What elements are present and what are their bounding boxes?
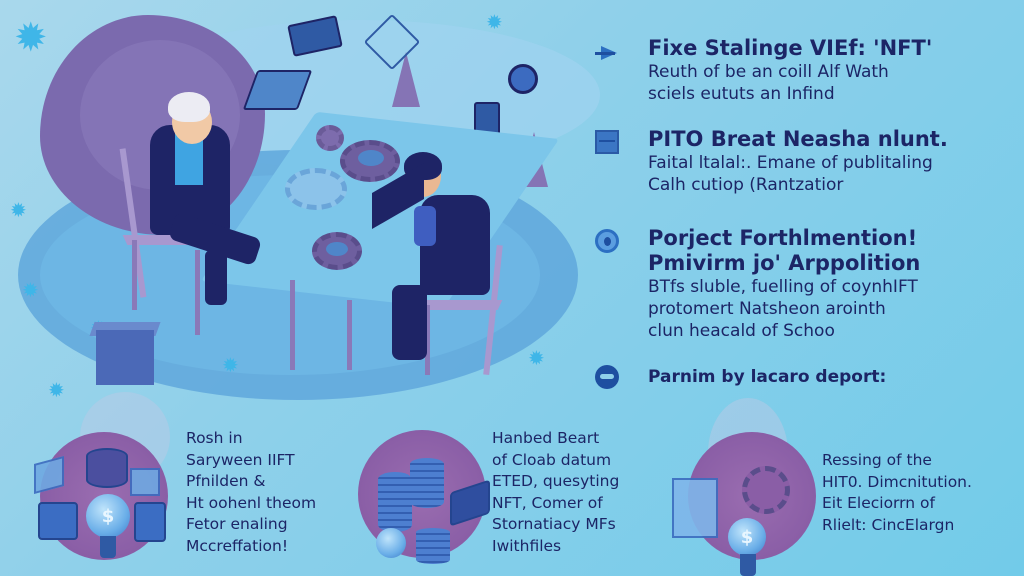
card-line: Saryween IIFT — [186, 450, 295, 469]
card-text: Hanbed Beart of Cloab datum ETED, quesyt… — [492, 428, 619, 557]
platform-device-icon — [285, 168, 347, 210]
main-illustration: ✹ ✹ ✹ ✹ ✹ ✹ ✹ ✹ — [0, 0, 600, 420]
lightbulb-base — [100, 536, 116, 558]
card-line: HIT0. Dimcnitution. — [822, 472, 972, 491]
feature-subtitle: Pmivirm jo' Arppolition — [648, 251, 921, 275]
floating-coin-icon — [508, 64, 538, 94]
feature-line: sciels eututs an Infind — [648, 84, 835, 104]
info-card: $ Ressing of the HIT0. Dimcnitution. Eit… — [672, 398, 1022, 576]
feature-line: Reuth of be an coill Alf Wath — [648, 62, 889, 82]
pine-tree-icon — [392, 52, 420, 107]
starburst-icon: ✹ — [222, 353, 239, 377]
card-line: NFT, Comer of — [492, 493, 603, 512]
lightbulb-base — [740, 554, 756, 576]
starburst-icon: ✹ — [48, 378, 65, 402]
feature-line: Faital ltalal:. Emane of publitaling — [648, 153, 933, 173]
feature-line: Parnim by lacaro deport: — [648, 367, 887, 387]
card-line: Eit Eleciorrn of — [822, 494, 935, 512]
send-arrow-icon — [594, 40, 620, 66]
lightbulb-dollar-icon: $ — [86, 494, 130, 538]
card-line: Mccreffation! — [186, 536, 289, 555]
starburst-icon: ✹ — [10, 198, 27, 222]
info-card: $ Rosh in Saryween IIFT Pfnilden & Ht oo… — [30, 392, 360, 570]
table-leg — [347, 300, 352, 370]
card-line: Ressing of the — [822, 451, 932, 469]
disk-icon — [594, 129, 620, 155]
coin-stack-icon — [416, 528, 450, 564]
elderly-person-hair — [168, 92, 210, 122]
lightbulb-dollar-icon: $ — [728, 518, 766, 556]
card-line: ETED, quesyting — [492, 472, 620, 490]
elderly-person-shin — [205, 250, 227, 305]
books-stack-icon — [38, 502, 78, 540]
info-card: Hanbed Beart of Cloab datum ETED, quesyt… — [358, 420, 668, 570]
card-line: Stornatiacy MFs — [492, 515, 616, 533]
card-line: Hanbed Beart — [492, 429, 600, 447]
chair-seat — [417, 300, 503, 310]
card-line: Rosh in — [186, 429, 243, 447]
feature-title: Fixe Stalinge VIEf: 'NFT' — [648, 36, 933, 60]
feature-line: Calh cutiop (Rantzatior — [648, 175, 844, 195]
chair-leg — [195, 250, 200, 335]
feature-title: Porject Forthlmention! — [648, 226, 918, 250]
card-line: Iwithfiles — [492, 536, 562, 555]
young-person-sleeve — [414, 206, 436, 246]
gear-core — [326, 242, 348, 256]
card-line: Pfnilden & — [186, 472, 266, 490]
feature-list: Fixe Stalinge VIEf: 'NFT' Reuth of be an… — [586, 0, 1024, 400]
young-person-legs — [392, 285, 427, 360]
swap-circle-icon — [594, 364, 620, 390]
feature-line: protomert Natsheon arointh — [648, 299, 886, 319]
seal-icon — [742, 466, 790, 514]
cylinder-icon — [86, 448, 128, 488]
card-line: Fetor enaling — [186, 515, 288, 533]
card-line: Rlielt: CincElargn — [822, 515, 955, 534]
chair-leg — [425, 305, 430, 375]
card-text: Rosh in Saryween IIFT Pfnilden & Ht oohe… — [186, 428, 316, 557]
coin-stack-icon — [410, 458, 444, 508]
box-icon — [96, 330, 154, 385]
feature-line: clun heacald of Schoo — [648, 321, 835, 341]
starburst-icon: ✹ — [14, 15, 48, 61]
card-line: Ht oohenl theom — [186, 493, 317, 512]
cube-icon — [134, 502, 166, 542]
globe-icon — [376, 528, 406, 558]
table-leg — [290, 280, 295, 370]
ball-icon — [316, 125, 344, 151]
starburst-icon: ✹ — [22, 278, 39, 302]
card-line: of Cloab datum — [492, 450, 612, 469]
coin-stack-icon — [378, 472, 412, 532]
chair-leg — [132, 240, 137, 310]
gear-core — [358, 150, 384, 166]
starburst-icon: ✹ — [528, 346, 545, 370]
calendar-grid-icon — [672, 478, 718, 538]
floating-panel-icon — [130, 468, 160, 496]
card-text: Ressing of the HIT0. Dimcnitution. Eit E… — [822, 450, 972, 536]
starburst-icon: ✹ — [486, 10, 503, 34]
feature-title: PITO Breat Neasha nlunt. — [648, 127, 948, 151]
feature-line: BTfs sluble, fuelling of coynhIFT — [648, 277, 918, 297]
circle-badge-icon — [594, 228, 620, 254]
